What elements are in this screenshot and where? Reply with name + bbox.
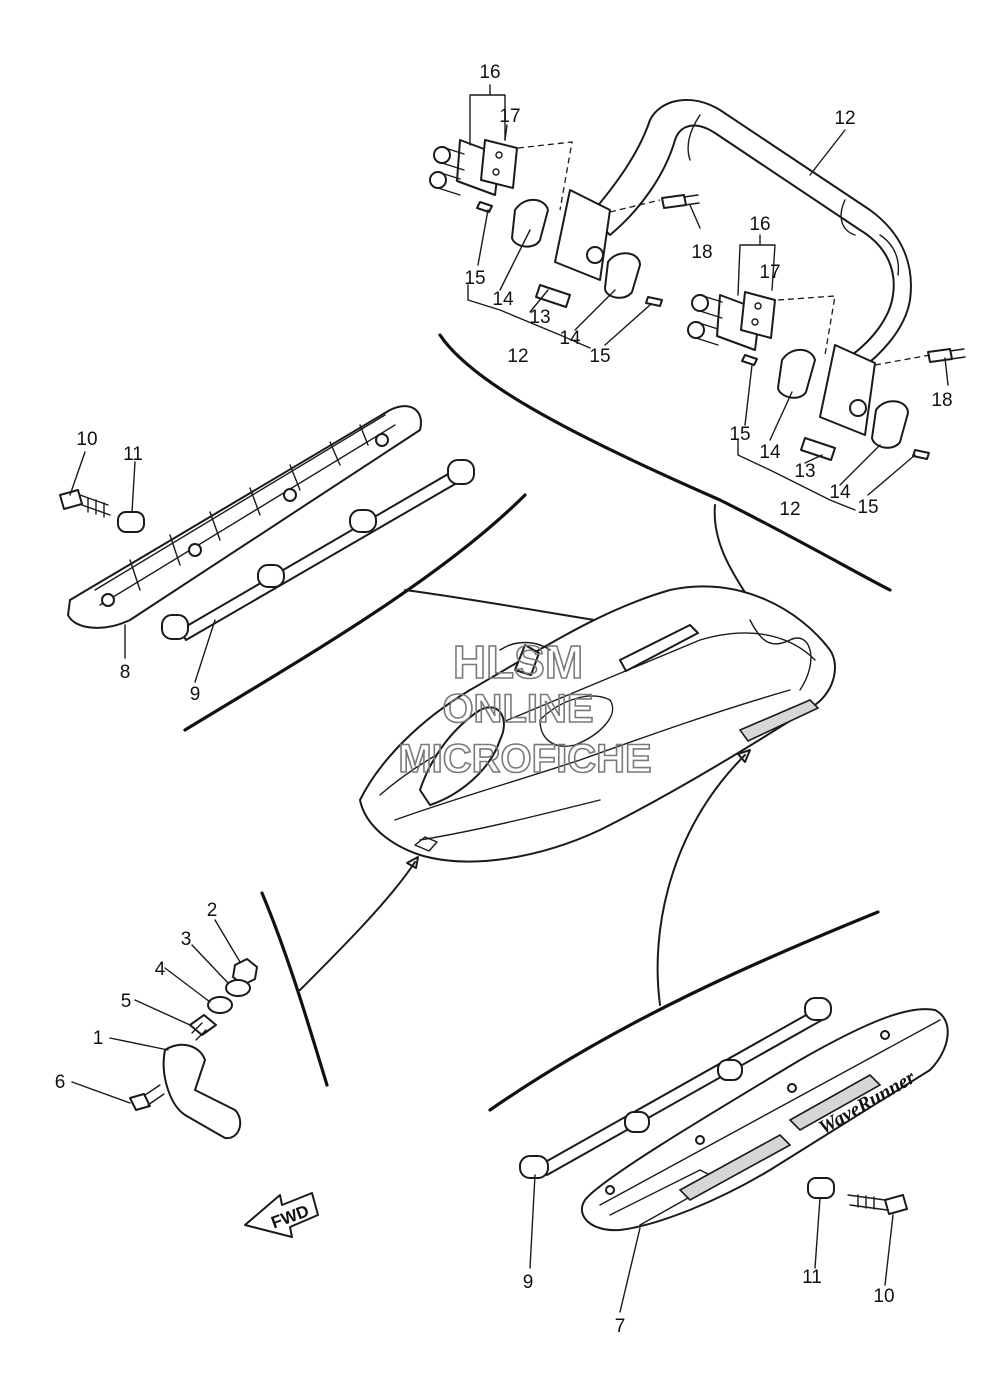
- callout-10: 10: [76, 429, 97, 450]
- callout-3: 3: [181, 929, 192, 950]
- watermark: HLSM ONLINE MICROFICHE: [398, 635, 653, 782]
- callout-11: 11: [802, 1267, 822, 1288]
- callout-18: 18: [931, 390, 952, 411]
- callout-11: 11: [123, 444, 143, 465]
- callout-2: 2: [207, 900, 218, 921]
- callout-15: 15: [857, 497, 878, 518]
- watermark-line-2: ONLINE: [442, 687, 593, 731]
- right-rail-assembly: WaveRunner: [519, 997, 949, 1232]
- hook-assembly: [129, 958, 258, 1140]
- forward-arrow: FWD: [244, 1192, 319, 1238]
- callout-12: 12: [834, 108, 855, 129]
- callout-14: 14: [829, 482, 851, 503]
- callout-18: 18: [691, 242, 712, 263]
- leader-lines: [69, 84, 949, 1313]
- rear-handle-bar-assembly: [429, 98, 966, 461]
- callout-17: 17: [759, 262, 780, 283]
- callout-13: 13: [794, 461, 815, 482]
- callout-15: 15: [589, 346, 610, 367]
- left-rail-assembly: [59, 405, 475, 641]
- watermark-line-3: MICROFICHE: [398, 737, 651, 781]
- callout-12: 12: [779, 499, 800, 520]
- callout-16: 16: [479, 62, 500, 83]
- callout-10: 10: [873, 1286, 894, 1307]
- callout-17: 17: [499, 106, 520, 127]
- callout-12: 12: [507, 346, 528, 367]
- callout-14: 14: [759, 442, 781, 463]
- callout-9: 9: [523, 1272, 534, 1293]
- callout-14: 14: [559, 328, 581, 349]
- callout-8: 8: [120, 662, 131, 683]
- watercraft-hull: [359, 585, 836, 863]
- callout-labels: 16 17 12 18 15 14 13 14 12 15 16 17 18 1…: [55, 62, 953, 1337]
- callout-6: 6: [55, 1072, 66, 1093]
- callout-16: 16: [749, 214, 770, 235]
- region-brackets: [183, 333, 892, 1112]
- callout-15: 15: [729, 424, 750, 445]
- callout-7: 7: [615, 1316, 626, 1337]
- callout-13: 13: [529, 307, 550, 328]
- callout-4: 4: [155, 959, 166, 980]
- callout-5: 5: [121, 991, 132, 1012]
- callout-14: 14: [492, 289, 514, 310]
- callout-1: 1: [93, 1028, 104, 1049]
- callout-9: 9: [190, 684, 201, 705]
- callout-15: 15: [464, 268, 485, 289]
- watermark-line-1: HLSM: [453, 636, 583, 688]
